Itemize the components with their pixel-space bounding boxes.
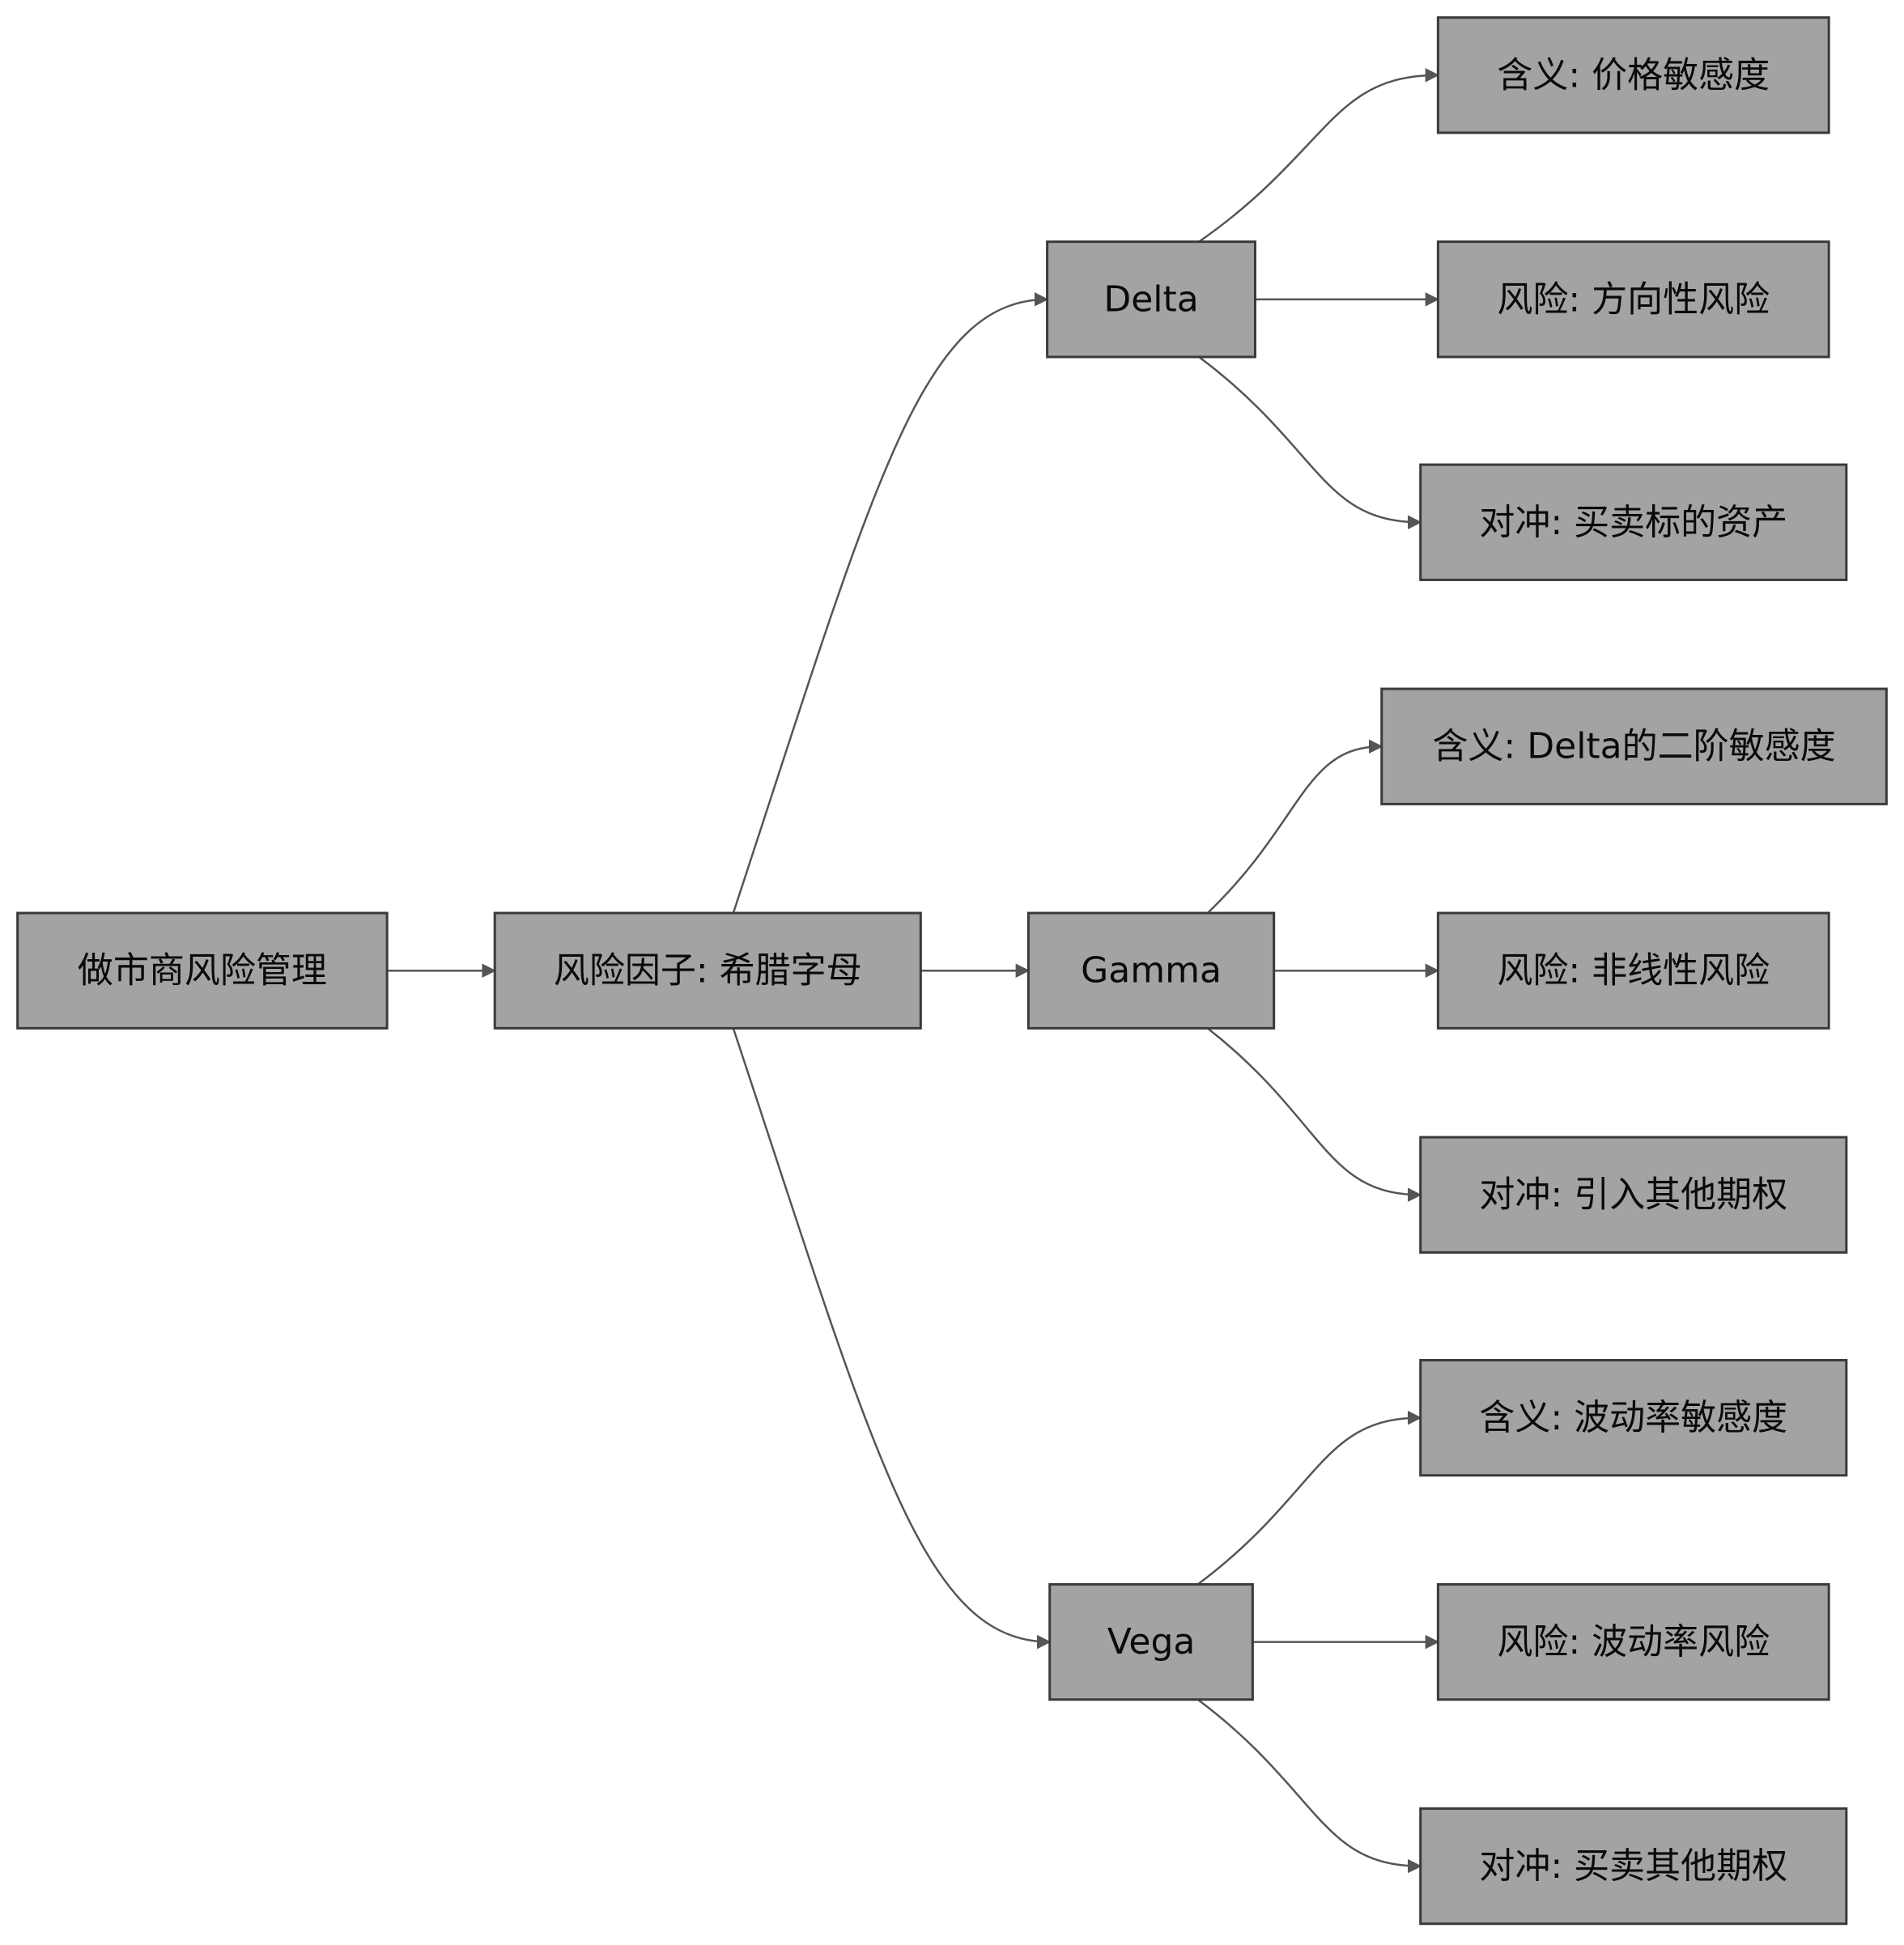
node-gamma: Gamma bbox=[1026, 911, 1276, 1030]
node-root: 做市商风险管理 bbox=[16, 911, 389, 1030]
node-label: Gamma bbox=[1081, 950, 1222, 992]
node-label: 风险: 波动率风险 bbox=[1497, 1621, 1770, 1663]
node-box bbox=[1436, 911, 1830, 1030]
node-label: 含义: Delta的二阶敏感度 bbox=[1432, 726, 1835, 767]
node-vega: Vega bbox=[1048, 1582, 1254, 1701]
edge-gamma-to-gamma-meaning bbox=[1206, 739, 1383, 914]
node-box bbox=[1419, 1358, 1848, 1477]
node-label: 风险因子: 希腊字母 bbox=[554, 950, 862, 992]
edge-vega-to-vega-hedge bbox=[1196, 1698, 1422, 1874]
edges-layer bbox=[387, 68, 1440, 1874]
node-label: 对冲: 买卖其他期权 bbox=[1479, 1845, 1787, 1887]
node-label: 含义: 波动率敏感度 bbox=[1479, 1397, 1787, 1438]
edge-factors-to-vega bbox=[732, 1027, 1052, 1650]
node-vega-risk: 风险: 波动率风险 bbox=[1436, 1582, 1830, 1701]
node-vega-hedge: 对冲: 买卖其他期权 bbox=[1419, 1807, 1848, 1926]
edge-delta-to-delta-hedge bbox=[1198, 355, 1422, 529]
node-box bbox=[1436, 1582, 1830, 1701]
node-delta-hedge: 对冲: 买卖标的资产 bbox=[1419, 463, 1848, 581]
node-box bbox=[1419, 463, 1848, 581]
node-box bbox=[1419, 1136, 1848, 1254]
node-box bbox=[1436, 16, 1830, 134]
node-box bbox=[1436, 240, 1830, 359]
node-box bbox=[1026, 911, 1276, 1030]
node-box bbox=[1380, 687, 1888, 805]
node-delta-meaning: 含义: 价格敏感度 bbox=[1436, 16, 1830, 134]
edge-vega-to-vega-meaning bbox=[1196, 1410, 1422, 1586]
edge-delta-to-delta-meaning bbox=[1198, 68, 1440, 243]
node-label: Delta bbox=[1103, 278, 1198, 320]
node-box bbox=[1046, 240, 1256, 359]
node-box bbox=[493, 911, 922, 1030]
node-label: 风险: 方向性风险 bbox=[1497, 278, 1770, 320]
node-label: 对冲: 买卖标的资产 bbox=[1479, 502, 1787, 543]
node-box bbox=[16, 911, 389, 1030]
node-label: Vega bbox=[1107, 1621, 1196, 1663]
node-delta: Delta bbox=[1046, 240, 1256, 359]
node-gamma-risk: 风险: 非线性风险 bbox=[1436, 911, 1830, 1030]
node-box bbox=[1048, 1582, 1254, 1701]
node-delta-risk: 风险: 方向性风险 bbox=[1436, 240, 1830, 359]
node-gamma-meaning: 含义: Delta的二阶敏感度 bbox=[1380, 687, 1888, 805]
edge-factors-to-delta bbox=[732, 292, 1049, 914]
node-label: 含义: 价格敏感度 bbox=[1497, 54, 1770, 96]
node-label: 做市商风险管理 bbox=[78, 950, 327, 992]
node-gamma-hedge: 对冲: 引入其他期权 bbox=[1419, 1136, 1848, 1254]
node-label: 对冲: 引入其他期权 bbox=[1479, 1174, 1787, 1216]
node-label: 风险: 非线性风险 bbox=[1497, 950, 1770, 992]
node-box bbox=[1419, 1807, 1848, 1926]
node-vega-meaning: 含义: 波动率敏感度 bbox=[1419, 1358, 1848, 1477]
node-factors: 风险因子: 希腊字母 bbox=[493, 911, 922, 1030]
edge-gamma-to-gamma-hedge bbox=[1207, 1027, 1422, 1202]
